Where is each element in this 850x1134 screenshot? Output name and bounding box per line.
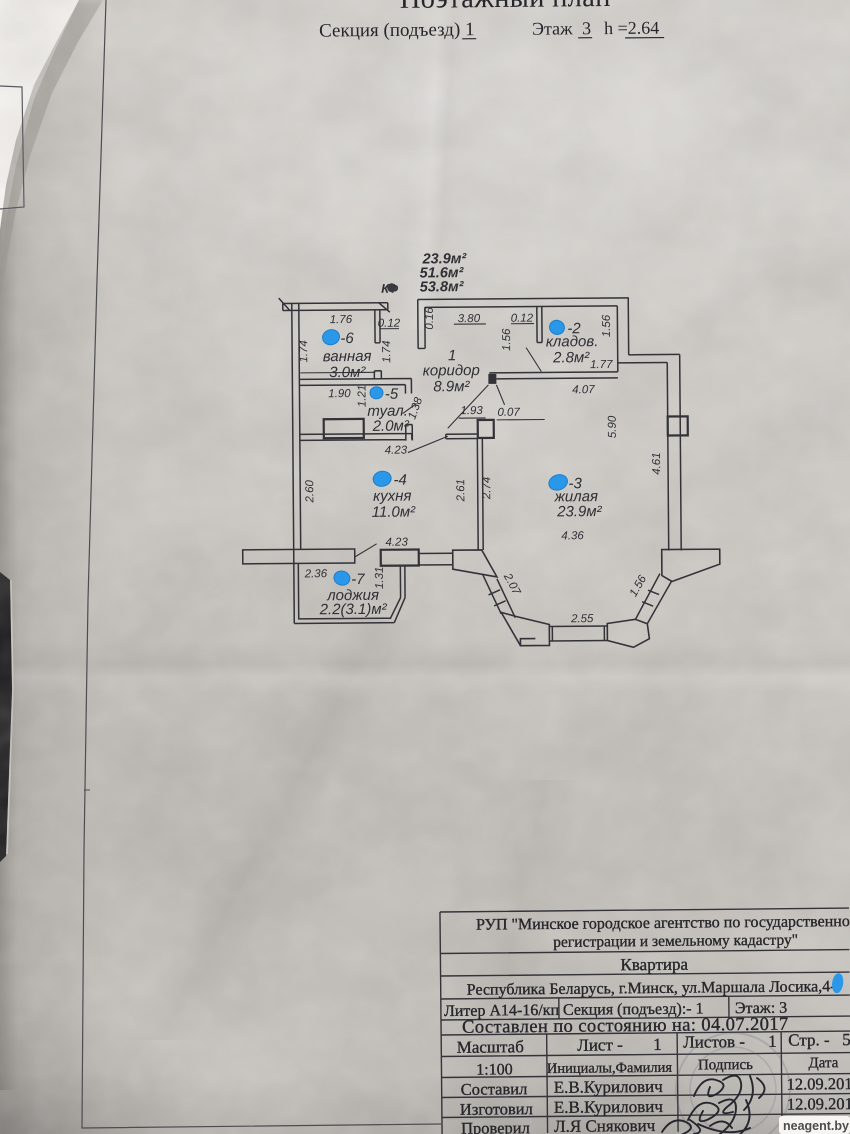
svg-text:53.8м²: 53.8м² xyxy=(420,279,465,295)
svg-text:5.90: 5.90 xyxy=(607,415,619,438)
svg-text:0.12: 0.12 xyxy=(378,318,401,330)
svg-text:8.9м²: 8.9м² xyxy=(433,378,470,395)
svg-text:3: 3 xyxy=(582,18,591,38)
svg-text:Изготовил: Изготовил xyxy=(460,1099,533,1119)
svg-text:2.55: 2.55 xyxy=(570,613,594,625)
svg-text:-3: -3 xyxy=(568,475,582,492)
svg-text:1:100: 1:100 xyxy=(476,1061,513,1078)
svg-text:1: 1 xyxy=(768,1032,777,1051)
svg-text:1.90: 1.90 xyxy=(328,388,351,400)
svg-text:2.36: 2.36 xyxy=(304,568,328,580)
svg-text:1.56: 1.56 xyxy=(501,328,513,351)
svg-text:кухня: кухня xyxy=(373,488,411,505)
svg-text:4.36: 4.36 xyxy=(561,530,584,542)
svg-text:12.09.201: 12.09.201 xyxy=(787,1074,850,1094)
svg-text:2.61: 2.61 xyxy=(455,479,467,502)
svg-text:Поэтажный план: Поэтажный план xyxy=(400,0,611,15)
svg-text:1.74: 1.74 xyxy=(298,340,310,362)
svg-text:2.8м²: 2.8м² xyxy=(552,349,590,366)
svg-text:жилая: жилая xyxy=(553,488,598,505)
svg-text:1.21: 1.21 xyxy=(356,385,368,407)
svg-text:Секция (подъезд): Секция (подъезд) xyxy=(319,19,460,41)
svg-text:3.0м²: 3.0м² xyxy=(329,364,366,381)
svg-text:Листов -: Листов - xyxy=(683,1032,745,1052)
svg-text:лоджия: лоджия xyxy=(326,587,379,604)
svg-text:4.23: 4.23 xyxy=(385,537,408,549)
svg-text:3.80: 3.80 xyxy=(458,313,481,325)
svg-text:туал.: туал. xyxy=(367,403,408,420)
svg-text:Масштаб: Масштаб xyxy=(457,1037,524,1057)
svg-text:Е.В.Курилович: Е.В.Курилович xyxy=(554,1097,664,1117)
svg-text:4.23: 4.23 xyxy=(385,445,408,457)
svg-text:1.77: 1.77 xyxy=(590,359,613,371)
svg-text:Лист -: Лист - xyxy=(577,1035,623,1054)
svg-text:Литер А14-16/кп: Литер А14-16/кп xyxy=(444,1002,560,1020)
svg-text:51.6м²: 51.6м² xyxy=(420,265,465,281)
svg-text:-5: -5 xyxy=(385,386,399,403)
svg-text:2.0м²: 2.0м² xyxy=(372,418,410,435)
svg-text:0.07: 0.07 xyxy=(497,407,520,419)
svg-text:11.0м²: 11.0м² xyxy=(372,504,416,521)
svg-text:Е.В.Курилович: Е.В.Курилович xyxy=(554,1077,664,1097)
svg-text:регистрации и земельному кадас: регистрации и земельному кадастру" xyxy=(553,932,798,951)
svg-text:1: 1 xyxy=(465,19,475,40)
svg-text:-2: -2 xyxy=(567,320,581,337)
svg-text:1.76: 1.76 xyxy=(330,314,353,326)
svg-text:5: 5 xyxy=(842,1030,850,1049)
svg-text:коридор: коридор xyxy=(423,362,480,379)
svg-text:1: 1 xyxy=(448,347,456,364)
svg-text:4.07: 4.07 xyxy=(572,384,595,396)
svg-text:1: 1 xyxy=(653,1035,662,1054)
svg-text:Подпись: Подпись xyxy=(698,1057,753,1074)
svg-text:-7: -7 xyxy=(351,571,365,588)
svg-text:Дата: Дата xyxy=(808,1055,838,1071)
svg-text:12.09.201: 12.09.201 xyxy=(787,1094,850,1114)
svg-text:ванная: ванная xyxy=(323,348,372,365)
svg-text:1.74: 1.74 xyxy=(381,340,393,362)
svg-text:-6: -6 xyxy=(340,330,354,347)
svg-text:1.93: 1.93 xyxy=(460,405,483,417)
svg-text:Проверил: Проверил xyxy=(461,1118,530,1134)
svg-text:Составил: Составил xyxy=(461,1079,528,1099)
svg-text:кладов.: кладов. xyxy=(546,333,599,350)
svg-text:Этаж: Этаж xyxy=(532,18,573,38)
svg-text:2.74: 2.74 xyxy=(481,477,493,500)
svg-text:Инициалы,Фамилия: Инициалы,Фамилия xyxy=(547,1060,673,1077)
svg-text:neagent.by: neagent.by xyxy=(783,1119,849,1133)
svg-text:2.2(3.1)м²: 2.2(3.1)м² xyxy=(319,601,388,619)
svg-text:Стр. -: Стр. - xyxy=(788,1030,830,1049)
svg-text:4.61: 4.61 xyxy=(651,452,663,474)
svg-text:1.56: 1.56 xyxy=(601,314,613,337)
svg-text:Республика Беларусь, г.Минск,: Республика Беларусь, г.Минск, ул.Маршала… xyxy=(467,978,836,999)
svg-text:23.9м²: 23.9м² xyxy=(556,503,603,520)
svg-text:1.31: 1.31 xyxy=(374,567,386,589)
svg-text:Л.Я Снякович: Л.Я Снякович xyxy=(554,1116,656,1134)
svg-text:2.60: 2.60 xyxy=(304,479,316,503)
svg-text:Секция (подъезд):- 1: Секция (подъезд):- 1 xyxy=(563,1000,704,1018)
svg-text:Составлен по состоянию на: 04.: Составлен по состоянию на: 04.07.2017 xyxy=(462,1015,789,1038)
svg-text:h =2.64: h =2.64 xyxy=(604,18,659,38)
svg-text:РУП "Минское городское агентст: РУП "Минское городское агентство по госу… xyxy=(476,913,850,934)
svg-text:-4: -4 xyxy=(393,472,406,489)
svg-text:0.12: 0.12 xyxy=(511,313,534,325)
svg-text:Этаж: 3: Этаж: 3 xyxy=(735,1000,788,1018)
svg-text:23.9м²: 23.9м² xyxy=(421,251,467,267)
svg-text:Квартира: Квартира xyxy=(620,955,688,975)
svg-text:0.16: 0.16 xyxy=(424,307,436,330)
